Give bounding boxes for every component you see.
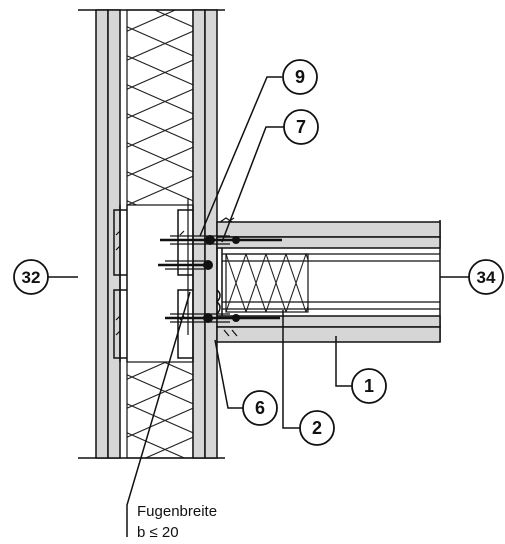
leader-lines — [48, 76, 470, 537]
wall34-board-top-outer — [216, 221, 441, 238]
sealant-joint — [215, 289, 221, 315]
callout-34: 34 — [468, 259, 504, 295]
leader-1 — [335, 336, 352, 387]
callout-9: 9 — [282, 59, 318, 95]
callout-6: 6 — [242, 390, 278, 426]
callout-1-label: 1 — [364, 376, 374, 396]
wall-board-left-outer — [95, 9, 109, 459]
callout-32: 32 — [13, 259, 49, 295]
wall-clips — [115, 230, 185, 336]
callout-2: 2 — [299, 410, 335, 446]
leader-6 — [214, 339, 243, 409]
wall-insulation-bottom — [126, 361, 194, 459]
wall-34 — [216, 220, 441, 343]
callout-1: 1 — [351, 368, 387, 404]
callout-6-label: 6 — [255, 398, 265, 418]
callout-2-label: 2 — [312, 418, 322, 438]
note-joint-width-value: b ≤ 20 — [137, 524, 179, 541]
wall34-cavity-lines — [222, 253, 440, 310]
wall-stud-profile-2 — [113, 289, 127, 359]
sealant-joint-bottom — [223, 329, 238, 337]
wall34-board-bottom-outer — [216, 326, 441, 343]
callout-32-label: 32 — [22, 268, 41, 287]
leader-9 — [199, 76, 282, 237]
wall-board-right-inner — [192, 9, 206, 459]
callout-7-label: 7 — [296, 117, 306, 137]
wall-stud-profile-1 — [113, 209, 127, 276]
wall-board-right-outer — [204, 9, 218, 459]
wall34-board-top-inner — [216, 236, 441, 249]
wall-stud-profile-3 — [177, 209, 193, 276]
screw-lower — [165, 313, 280, 323]
note-joint-width-label: Fugenbreite — [137, 503, 217, 520]
callout-7: 7 — [283, 109, 319, 145]
leader-7 — [221, 126, 284, 243]
leader-2 — [282, 310, 301, 429]
wall34-insulation — [225, 253, 309, 313]
leader-fugenbreite — [126, 291, 191, 537]
wall34-end-profile — [216, 248, 223, 316]
wall-stud-inner — [126, 205, 194, 362]
wall-stud-profile-4 — [177, 289, 193, 359]
wall-insulation-top — [126, 9, 194, 206]
callout-34-label: 34 — [477, 268, 496, 287]
wall-32 — [78, 9, 225, 459]
screw-middle — [158, 260, 213, 270]
callout-9-label: 9 — [295, 67, 305, 87]
